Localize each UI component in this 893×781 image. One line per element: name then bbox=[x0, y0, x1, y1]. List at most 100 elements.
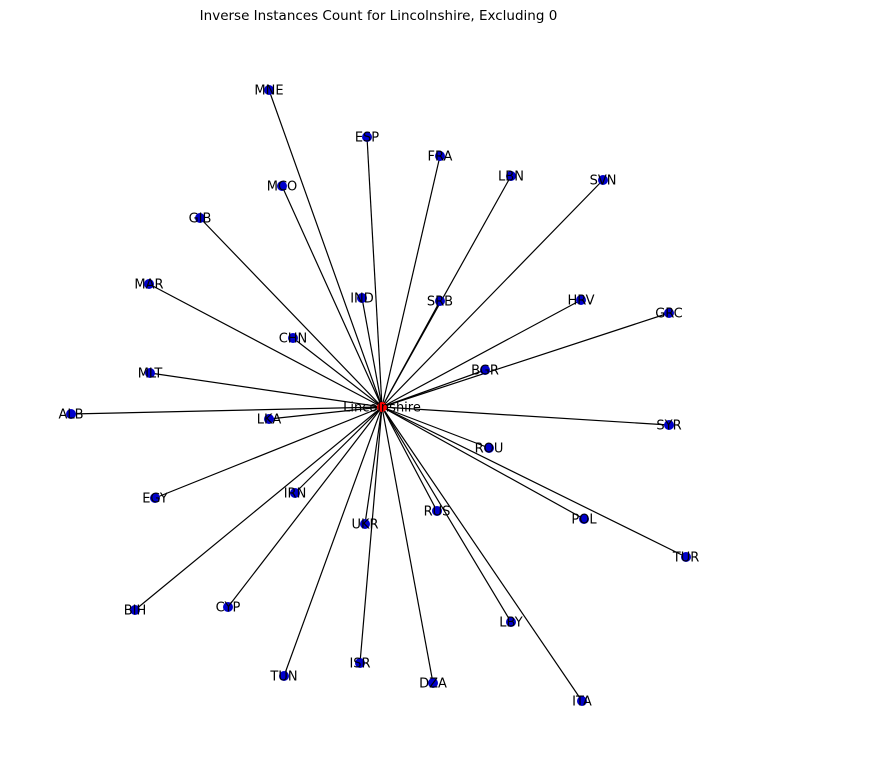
node-label-mlt: MLT bbox=[138, 367, 163, 382]
edge-tun bbox=[283, 406, 383, 677]
node-center bbox=[377, 402, 387, 412]
node-ukr bbox=[360, 519, 370, 529]
node-label-egy: EGY bbox=[142, 492, 168, 507]
node-label-rou: ROU bbox=[475, 442, 504, 457]
page-title: Inverse Instances Count for Lincolnshire… bbox=[199, 8, 558, 24]
node-mco bbox=[277, 181, 287, 191]
node-gib bbox=[195, 213, 205, 223]
node-label-mne: MNE bbox=[254, 84, 283, 99]
edge-irn bbox=[294, 406, 383, 494]
edge-ind bbox=[361, 297, 383, 408]
node-label-syr: SYR bbox=[656, 419, 681, 434]
node-irn bbox=[290, 488, 300, 498]
node-lbn bbox=[506, 171, 516, 181]
node-hrv bbox=[576, 295, 586, 305]
node-label-center: Lincolnshire bbox=[343, 401, 421, 416]
node-grc bbox=[664, 308, 674, 318]
edge-tur bbox=[381, 406, 687, 558]
edge-isr bbox=[359, 406, 383, 664]
edge-pol bbox=[381, 406, 585, 520]
edge-lka bbox=[268, 406, 383, 420]
node-label-mco: MCO bbox=[267, 180, 298, 195]
node-mne bbox=[264, 85, 274, 95]
node-label-irn: IRN bbox=[284, 487, 307, 502]
node-ita bbox=[577, 696, 587, 706]
node-layer bbox=[66, 85, 691, 706]
node-label-hrv: HRV bbox=[568, 294, 595, 309]
edge-alb bbox=[70, 406, 383, 415]
edge-mar bbox=[148, 283, 383, 408]
edge-hrv bbox=[381, 299, 582, 408]
node-label-svn: SVN bbox=[590, 174, 617, 189]
edge-ita bbox=[381, 406, 583, 702]
node-ind bbox=[357, 293, 367, 303]
edge-srb bbox=[381, 300, 441, 408]
node-label-gib: GIB bbox=[189, 212, 212, 227]
edge-fra bbox=[381, 155, 441, 408]
node-label-grc: GRC bbox=[655, 307, 683, 322]
edge-mco bbox=[281, 185, 383, 408]
node-label-lka: LKA bbox=[257, 413, 282, 428]
node-label-pol: POL bbox=[571, 513, 597, 528]
node-label-ita: ITA bbox=[572, 695, 592, 710]
node-label-dza: DZA bbox=[419, 677, 447, 692]
node-egy bbox=[150, 493, 160, 503]
edge-rus bbox=[381, 406, 438, 512]
edge-dza bbox=[381, 406, 434, 684]
node-mlt bbox=[145, 368, 155, 378]
node-label-mar: MAR bbox=[134, 278, 163, 293]
edge-mlt bbox=[149, 372, 383, 408]
node-tun bbox=[279, 671, 289, 681]
edge-ukr bbox=[364, 406, 383, 525]
node-label-chn: CHN bbox=[279, 332, 308, 347]
node-label-cyp: CYP bbox=[216, 601, 241, 616]
edge-bih bbox=[134, 406, 383, 611]
edge-bgr bbox=[381, 369, 486, 408]
node-dza bbox=[428, 678, 438, 688]
node-rus bbox=[432, 506, 442, 516]
node-label-lbn: LBN bbox=[498, 170, 524, 185]
node-label-tun: TUN bbox=[269, 670, 297, 685]
edge-chn bbox=[292, 337, 383, 408]
edge-mne bbox=[268, 89, 383, 408]
node-label-fra: FRA bbox=[428, 150, 453, 165]
node-label-srb: SRB bbox=[427, 295, 453, 310]
node-isr bbox=[355, 658, 365, 668]
edge-cyp bbox=[227, 406, 383, 608]
node-rou bbox=[484, 443, 494, 453]
node-bgr bbox=[480, 365, 490, 375]
node-label-bih: BIH bbox=[124, 604, 147, 619]
node-lby bbox=[506, 617, 516, 627]
edge-layer bbox=[70, 89, 687, 702]
node-label-ind: IND bbox=[350, 292, 374, 307]
edge-gib bbox=[199, 217, 383, 408]
node-tur bbox=[681, 552, 691, 562]
node-esp bbox=[362, 132, 372, 142]
node-label-tur: TUR bbox=[672, 551, 700, 566]
edge-syr bbox=[381, 406, 670, 426]
node-fra bbox=[435, 151, 445, 161]
node-chn bbox=[288, 333, 298, 343]
node-label-alb: ALB bbox=[58, 408, 83, 423]
node-svn bbox=[598, 175, 608, 185]
edge-rou bbox=[381, 406, 490, 449]
node-syr bbox=[664, 420, 674, 430]
node-pol bbox=[579, 514, 589, 524]
node-label-lby: LBY bbox=[499, 616, 522, 631]
edge-esp bbox=[366, 136, 383, 408]
node-bih bbox=[130, 605, 140, 615]
node-alb bbox=[66, 409, 76, 419]
node-label-bgr: BGR bbox=[471, 364, 499, 379]
edge-svn bbox=[381, 179, 604, 408]
edge-egy bbox=[154, 406, 383, 499]
node-mar bbox=[144, 279, 154, 289]
node-cyp bbox=[223, 602, 233, 612]
node-lka bbox=[264, 414, 274, 424]
node-label-isr: ISR bbox=[349, 657, 370, 672]
node-label-rus: RUS bbox=[424, 505, 451, 520]
edge-lby bbox=[381, 406, 512, 623]
node-label-ukr: UKR bbox=[351, 518, 378, 533]
edge-grc bbox=[381, 312, 670, 408]
node-label-esp: ESP bbox=[355, 131, 379, 146]
